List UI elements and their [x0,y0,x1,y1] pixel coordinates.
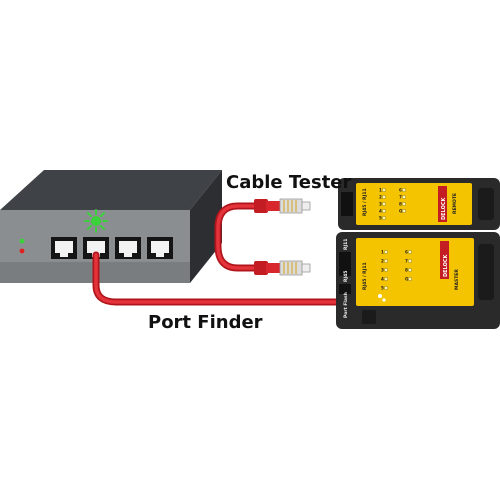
remote-led-7 [401,194,407,200]
remote-led-number: 7 [399,195,402,200]
master-jack-label-rj11: RJ11 [343,239,349,250]
remote-brand-logo: DELOCK [438,186,447,222]
rj45-plug-bottom [254,260,311,276]
remote-led-number: 6 [399,188,402,193]
remote-led-number: 2 [379,195,382,200]
rj45-plug-top [254,198,311,214]
network-switch [0,170,222,283]
master-led-6 [407,249,413,255]
link-activity-star-icon [84,209,108,233]
remote-led-number: 4 [379,209,382,214]
master-grid-header: RJ45 / RJ11 [362,262,368,290]
switch-port-4 [147,237,173,259]
patch-cable-loop [214,202,260,272]
master-led-number: 6 [405,250,408,255]
switch-side-face [190,170,222,283]
remote-led-number: 5 [379,216,382,221]
switch-top-face [0,170,222,210]
switch-port-2 [83,237,109,259]
master-led-4 [383,276,389,282]
master-led-3 [383,267,389,273]
remote-brand-text: DELOCK [441,197,447,220]
remote-led-2 [381,194,387,200]
remote-led-1 [381,187,387,193]
master-led-number: 5 [381,286,384,291]
master-led-number: 7 [405,259,408,264]
master-led-number: 4 [381,277,384,282]
master-jack-label-rj45: RJ45 [343,271,349,282]
cable-tester-label: Cable Tester [226,172,352,193]
master-led-7 [407,258,413,264]
remote-led-number: G [399,209,403,214]
switch-port-3 [115,237,141,259]
master-led-number: 3 [381,268,384,273]
remote-led-grid: 1 2 3 4 5 6 7 8G [379,187,407,221]
master-led-G [407,276,413,282]
remote-led-5 [381,215,387,221]
master-led-number: 1 [381,250,384,255]
cable-tester-remote-unit: RJ45 / RJ11 REMOTE DELOCK 1 2 3 4 5 6 7 8G [338,178,500,230]
port-finder-label: Port Finder [148,312,263,333]
master-led-number: G [405,277,409,282]
remote-led-4 [381,208,387,214]
remote-led-6 [401,187,407,193]
remote-led-number: 3 [379,202,382,207]
remote-led-number: 1 [379,188,382,193]
master-led-2 [383,258,389,264]
cables [92,202,342,306]
power-led-green [19,238,25,244]
master-brand-text: DELOCK [443,254,449,277]
remote-led-number: 8 [399,202,402,207]
remote-led-8 [401,201,407,207]
remote-led-3 [381,201,387,207]
master-led-1 [383,249,389,255]
remote-led-G [401,208,407,214]
master-led-number: 2 [381,259,384,264]
switch-port-1 [51,237,77,259]
master-mode-label: MASTER [454,269,460,290]
power-led-red [19,248,25,254]
master-led-number: 8 [405,268,408,273]
port-flash-label: Port Flash [343,292,349,318]
master-brand-logo: DELOCK [440,241,449,279]
remote-jack-label: RJ45 / RJ11 [362,188,368,216]
cable-tester-master-unit: RJ11 RJ45 Port Flash RJ45 / RJ11 MASTER … [336,232,500,329]
master-led-5 [383,285,389,291]
master-led-8 [407,267,413,273]
remote-mode-label: REMOTE [452,193,458,214]
master-led-grid: 1 2 3 4 5 6 7 8G [381,249,413,291]
